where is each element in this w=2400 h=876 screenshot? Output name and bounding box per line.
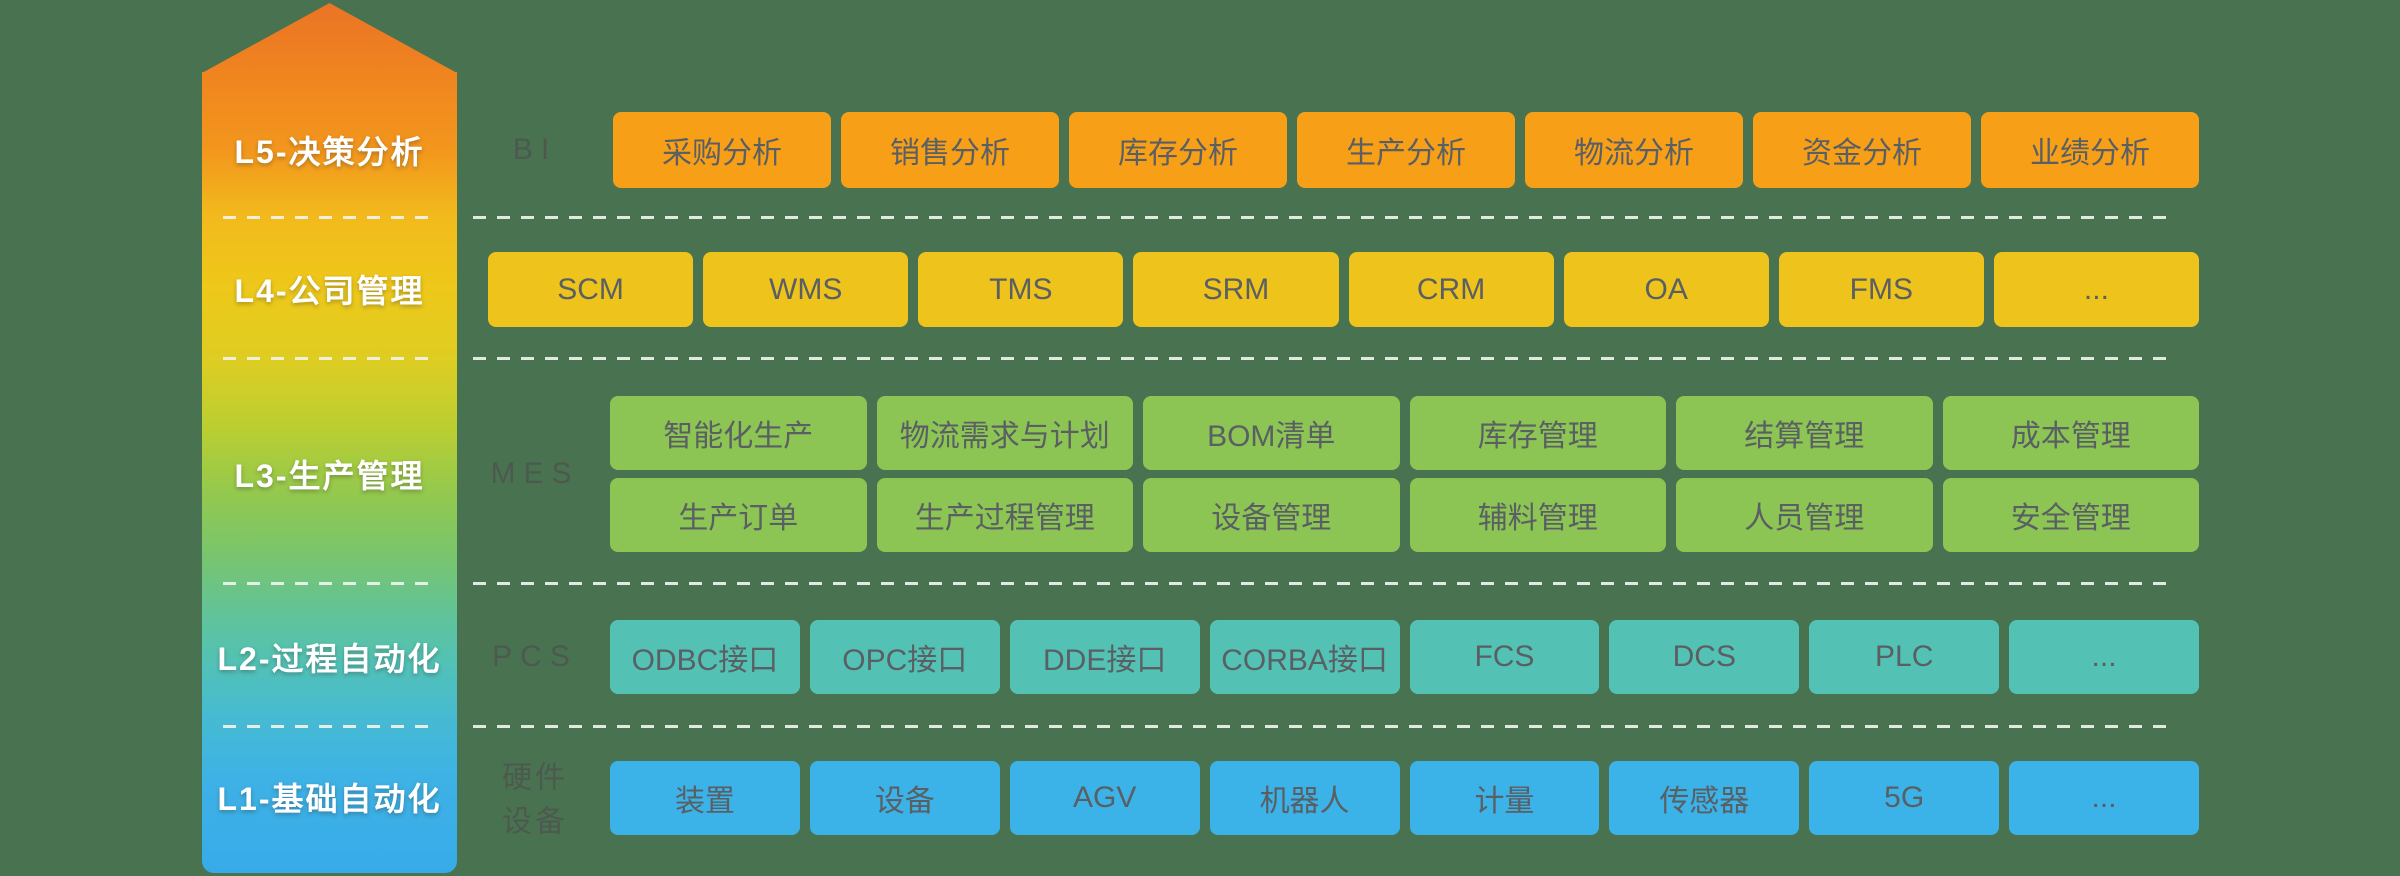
l4-box: SCM [488,252,694,327]
dashed-divider-l2-l1-inner [223,725,437,728]
l5-box: 业绩分析 [1981,112,2199,188]
l3-box: 智能化生产 [610,396,867,470]
tower-level-label-l3: L3-生产管理 [234,458,425,494]
l5-box: 资金分析 [1753,112,1971,188]
row-category-label-hardware: 硬件设备 [502,761,568,839]
l4-box: ... [1993,252,2199,327]
row-category-label-bi: BI [512,133,558,166]
l5-box: 库存分析 [1069,112,1287,188]
l1-box: 设备 [809,761,1000,835]
l5-box: 生产分析 [1297,112,1515,188]
l2-pcs-row: ODBC接口 OPC接口 DDE接口 CORBA接口 FCS DCS PLC .… [610,620,2199,694]
l1-box: 装置 [610,761,800,835]
l2-box: ODBC接口 [610,620,800,694]
l2-box: FCS [1409,620,1600,694]
l4-box: SRM [1133,252,1339,327]
tower-arrow-top [202,3,457,73]
l3-mes-row-1: 智能化生产 物流需求与计划 BOM清单 库存管理 结算管理 成本管理 [610,396,2199,470]
tower-level-label-l4: L4-公司管理 [234,273,425,309]
l1-box: ... [2009,761,2199,835]
l1-box: 机器人 [1209,761,1400,835]
l2-box: DCS [1609,620,1800,694]
l1-box: 传感器 [1609,761,1800,835]
l3-box: 设备管理 [1143,478,1400,552]
tower-level-label-l2: L2-过程自动化 [217,641,442,677]
l4-systems-row: SCM WMS TMS SRM CRM OA FMS ... [488,252,2199,327]
l2-box: PLC [1809,620,2000,694]
l4-box: FMS [1778,252,1984,327]
l2-box: CORBA接口 [1209,620,1400,694]
tower-level-label-l5: L5-决策分析 [234,134,425,170]
dashed-divider-l5-l4 [473,216,2177,219]
l3-box: 人员管理 [1676,478,1933,552]
l4-box: WMS [703,252,909,327]
dashed-divider-l3-l2 [473,582,2177,585]
l3-box: 库存管理 [1409,396,1666,470]
l5-analysis-row: 采购分析 销售分析 库存分析 生产分析 物流分析 资金分析 业绩分析 [613,112,2199,188]
l2-box: ... [2009,620,2199,694]
row-category-label-mes: MES [490,457,580,490]
row-category-label-pcs: PCS [492,640,578,673]
l2-box: OPC接口 [809,620,1000,694]
tower-level-label-l1: L1-基础自动化 [217,781,442,817]
dashed-divider-l3-l2-inner [223,582,437,585]
l3-box: 物流需求与计划 [876,396,1133,470]
tower-gradient-bar [202,72,457,873]
l3-box: 安全管理 [1942,478,2199,552]
l3-box: 辅料管理 [1409,478,1666,552]
l1-hardware-row: 装置 设备 AGV 机器人 计量 传感器 5G ... [610,761,2199,835]
l1-box: AGV [1009,761,1200,835]
l5-box: 销售分析 [841,112,1059,188]
l3-box: BOM清单 [1143,396,1400,470]
l3-box: 生产过程管理 [876,478,1133,552]
l1-box: 5G [1809,761,2000,835]
l3-box: 结算管理 [1676,396,1933,470]
l3-mes-row-2: 生产订单 生产过程管理 设备管理 辅料管理 人员管理 安全管理 [610,478,2199,552]
l1-box: 计量 [1409,761,1600,835]
dashed-divider-l4-l3 [473,357,2177,360]
l3-box: 生产订单 [610,478,867,552]
l3-box: 成本管理 [1942,396,2199,470]
dashed-divider-l2-l1 [473,725,2177,728]
l4-box: OA [1563,252,1769,327]
l5-box: 物流分析 [1525,112,1743,188]
dashed-divider-l5-l4-inner [223,216,437,219]
l2-box: DDE接口 [1009,620,1200,694]
l5-box: 采购分析 [613,112,831,188]
l4-box: CRM [1348,252,1554,327]
dashed-divider-l4-l3-inner [223,357,437,360]
l4-box: TMS [918,252,1124,327]
